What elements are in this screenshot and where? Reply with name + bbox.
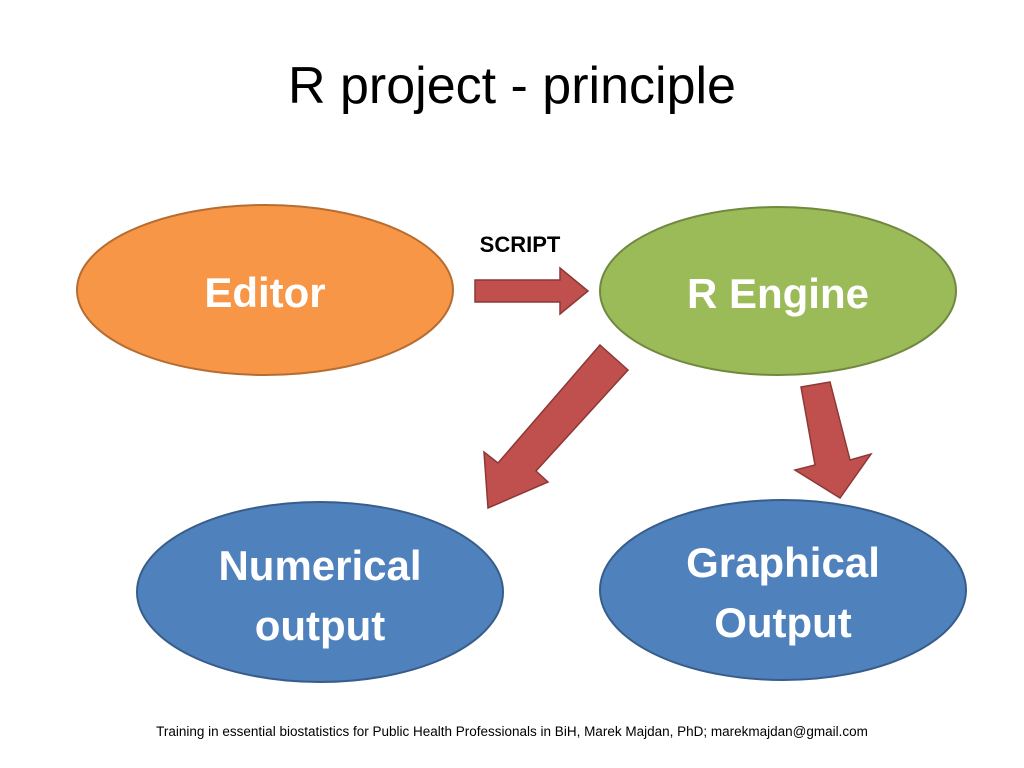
node-graphical-output-label-line1: Graphical bbox=[686, 539, 880, 586]
node-editor-shape bbox=[76, 204, 454, 376]
node-numerical-output-shape bbox=[136, 501, 504, 683]
node-numerical-output: Numerical output bbox=[136, 501, 504, 683]
node-r-engine: R Engine bbox=[599, 206, 957, 376]
node-numerical-output-label-line2: output bbox=[255, 602, 386, 649]
node-r-engine-shape bbox=[599, 206, 957, 376]
arrow-r-engine-to-graphical-output bbox=[793, 381, 873, 500]
node-editor-label: Editor bbox=[204, 269, 325, 316]
slide-title: R project - principle bbox=[288, 57, 736, 115]
node-editor: Editor bbox=[76, 204, 454, 376]
arrow-r-engine-to-numerical-output bbox=[483, 343, 630, 510]
node-graphical-output-label-line2: Output bbox=[714, 599, 852, 646]
edge-label-script: SCRIPT bbox=[480, 232, 561, 257]
node-graphical-output: Graphical Output bbox=[599, 499, 967, 681]
node-r-engine-label: R Engine bbox=[687, 270, 869, 317]
arrow-editor-to-r-engine bbox=[474, 266, 590, 316]
node-graphical-output-shape bbox=[599, 499, 967, 681]
slide-footer: Training in essential biostatistics for … bbox=[156, 724, 868, 739]
node-numerical-output-label-line1: Numerical bbox=[218, 542, 421, 589]
